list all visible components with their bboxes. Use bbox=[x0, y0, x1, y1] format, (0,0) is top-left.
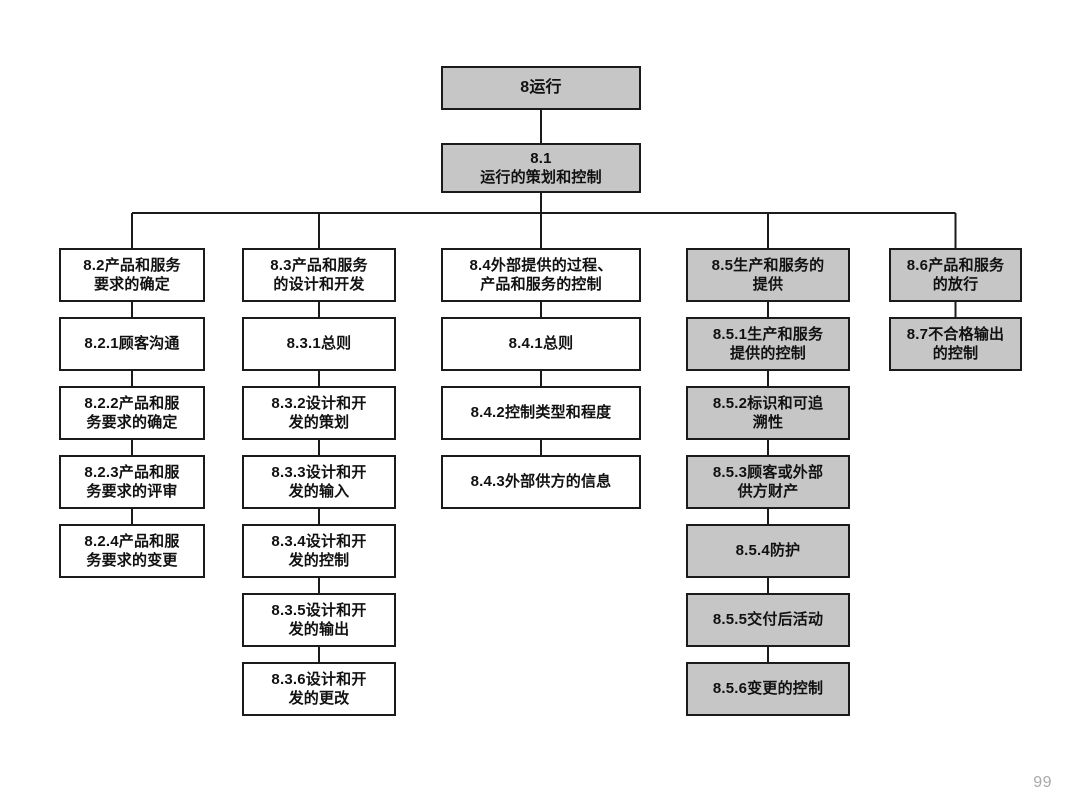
flow-node-label: 8.2.4产品和服 务要求的变更 bbox=[84, 532, 180, 569]
flow-node-8-3-1[interactable]: 8.3.1总则 bbox=[242, 317, 396, 371]
flow-node-label: 8.3.4设计和开 发的控制 bbox=[271, 532, 367, 569]
flow-node-8-2-2[interactable]: 8.2.2产品和服 务要求的确定 bbox=[59, 386, 205, 440]
flow-node-8-2-1[interactable]: 8.2.1顾客沟通 bbox=[59, 317, 205, 371]
flow-node-8-3-4[interactable]: 8.3.4设计和开 发的控制 bbox=[242, 524, 396, 578]
flow-node-label: 8.4.2控制类型和程度 bbox=[470, 404, 612, 422]
flow-node-8-3-3[interactable]: 8.3.3设计和开 发的输入 bbox=[242, 455, 396, 509]
flow-node-label: 8.5.2标识和可追 溯性 bbox=[712, 394, 824, 431]
flow-node-8-5-4[interactable]: 8.5.4防护 bbox=[686, 524, 850, 578]
flow-node-label: 8.1 运行的策划和控制 bbox=[480, 149, 602, 186]
flow-node-8-5-2[interactable]: 8.5.2标识和可追 溯性 bbox=[686, 386, 850, 440]
flow-node-8-4-3[interactable]: 8.4.3外部供方的信息 bbox=[441, 455, 641, 509]
flow-node-label: 8.5.3顾客或外部 供方财产 bbox=[712, 463, 824, 500]
flow-node-label: 8.3.3设计和开 发的输入 bbox=[271, 463, 367, 500]
flow-node-8-5[interactable]: 8.5生产和服务的 提供 bbox=[686, 248, 850, 302]
flow-node-label: 8.3产品和服务 的设计和开发 bbox=[270, 256, 368, 293]
flow-node-8-3-5[interactable]: 8.3.5设计和开 发的输出 bbox=[242, 593, 396, 647]
flow-node-8-2-4[interactable]: 8.2.4产品和服 务要求的变更 bbox=[59, 524, 205, 578]
flow-node-label: 8.3.5设计和开 发的输出 bbox=[271, 601, 367, 638]
flow-node-8-5-6[interactable]: 8.5.6变更的控制 bbox=[686, 662, 850, 716]
flow-node-label: 8.2产品和服务 要求的确定 bbox=[83, 256, 181, 293]
flow-node-label: 8.6产品和服务 的放行 bbox=[906, 256, 1005, 293]
flow-node-label: 8.2.2产品和服 务要求的确定 bbox=[84, 394, 180, 431]
flow-node-8-3[interactable]: 8.3产品和服务 的设计和开发 bbox=[242, 248, 396, 302]
flow-node-label: 8.4.1总则 bbox=[508, 335, 574, 353]
flow-node-8[interactable]: 8运行 bbox=[441, 66, 641, 110]
page-number: 99 bbox=[1033, 774, 1052, 791]
flow-node-label: 8.5.1生产和服务 提供的控制 bbox=[712, 325, 824, 362]
flow-node-8-1[interactable]: 8.1 运行的策划和控制 bbox=[441, 143, 641, 193]
flow-node-label: 8.3.1总则 bbox=[286, 335, 352, 353]
flow-node-8-4-2[interactable]: 8.4.2控制类型和程度 bbox=[441, 386, 641, 440]
flow-node-label: 8.4.3外部供方的信息 bbox=[470, 473, 612, 491]
flow-node-8-5-5[interactable]: 8.5.5交付后活动 bbox=[686, 593, 850, 647]
flow-node-8-3-2[interactable]: 8.3.2设计和开 发的策划 bbox=[242, 386, 396, 440]
flow-node-label: 8运行 bbox=[520, 78, 562, 96]
flow-node-label: 8.5.4防护 bbox=[735, 542, 801, 560]
flow-node-8-6[interactable]: 8.6产品和服务 的放行 bbox=[889, 248, 1022, 302]
flow-node-8-2[interactable]: 8.2产品和服务 要求的确定 bbox=[59, 248, 205, 302]
flow-node-label: 8.5.6变更的控制 bbox=[712, 680, 824, 698]
flow-node-label: 8.2.3产品和服 务要求的评审 bbox=[84, 463, 180, 500]
flow-node-8-5-1[interactable]: 8.5.1生产和服务 提供的控制 bbox=[686, 317, 850, 371]
flow-node-label: 8.3.2设计和开 发的策划 bbox=[271, 394, 367, 431]
flow-node-8-4-1[interactable]: 8.4.1总则 bbox=[441, 317, 641, 371]
flow-node-label: 8.2.1顾客沟通 bbox=[84, 335, 180, 353]
flow-node-label: 8.3.6设计和开 发的更改 bbox=[271, 670, 367, 707]
flow-node-label: 8.4外部提供的过程、 产品和服务的控制 bbox=[469, 256, 613, 293]
flow-node-8-4[interactable]: 8.4外部提供的过程、 产品和服务的控制 bbox=[441, 248, 641, 302]
flow-node-8-5-3[interactable]: 8.5.3顾客或外部 供方财产 bbox=[686, 455, 850, 509]
flow-node-label: 8.5生产和服务的 提供 bbox=[711, 256, 825, 293]
flow-node-8-7[interactable]: 8.7不合格输出 的控制 bbox=[889, 317, 1022, 371]
flow-node-8-3-6[interactable]: 8.3.6设计和开 发的更改 bbox=[242, 662, 396, 716]
flow-node-label: 8.5.5交付后活动 bbox=[712, 611, 824, 629]
flow-node-8-2-3[interactable]: 8.2.3产品和服 务要求的评审 bbox=[59, 455, 205, 509]
flow-node-label: 8.7不合格输出 的控制 bbox=[906, 325, 1005, 362]
